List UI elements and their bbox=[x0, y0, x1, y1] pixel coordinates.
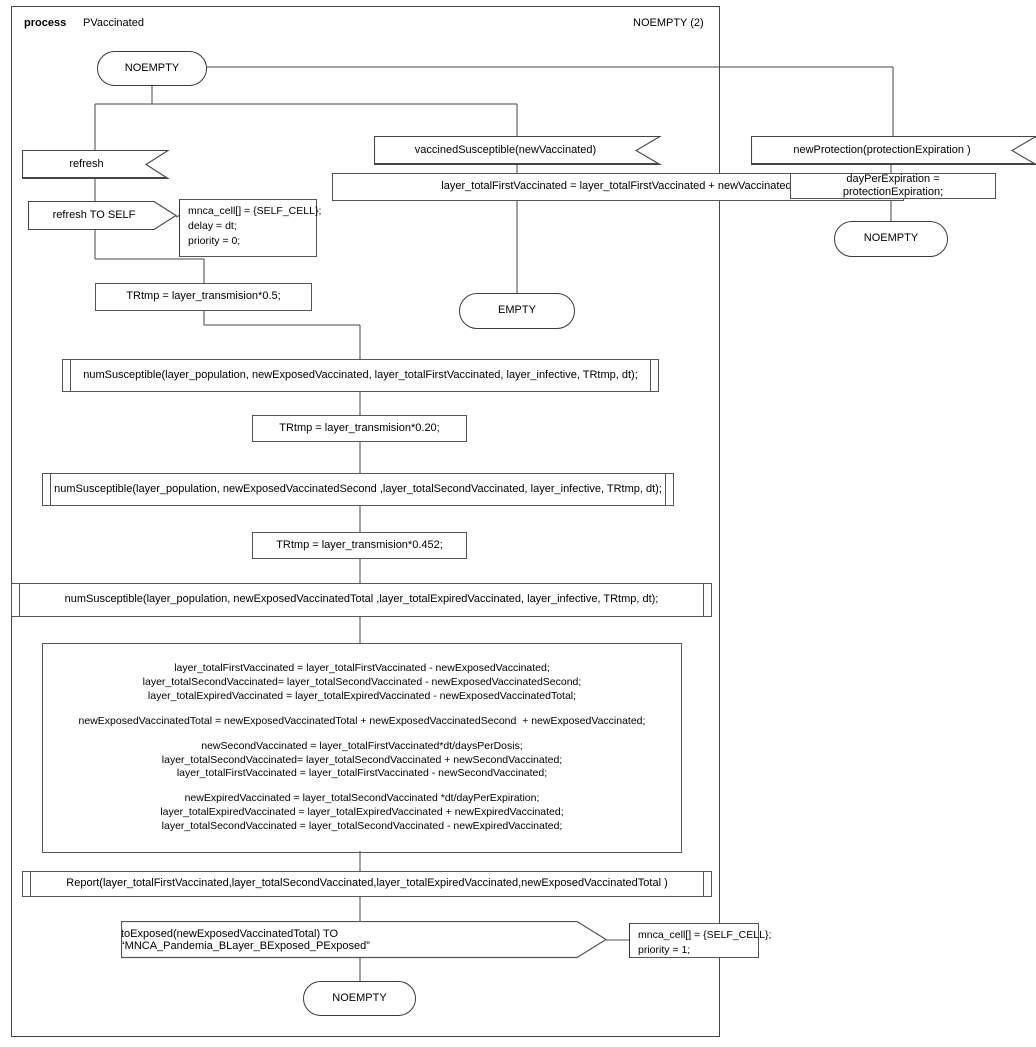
process-frame bbox=[11, 6, 720, 1037]
comment-refresh-settings: mnca_cell[] = {SELF_CELL}; delay = dt; p… bbox=[179, 199, 322, 257]
output-to-exposed[interactable]: toExposed(newExposedVaccinatedTotal) TO … bbox=[121, 921, 606, 958]
state-noempty-end-label: NOEMPTY bbox=[332, 991, 387, 1004]
task-trtmp-half[interactable]: TRtmp = layer_transmision*0.5; bbox=[95, 283, 312, 311]
procedure-num-susceptible-second[interactable]: numSusceptible(layer_population, newExpo… bbox=[42, 473, 674, 506]
input-vaccined-susceptible[interactable]: vaccinedSusceptible(newVaccinated) bbox=[374, 136, 660, 164]
comment-to-exposed-line-1: mnca_cell[] = {SELF_CELL}; bbox=[638, 929, 772, 941]
task-vaccination-update[interactable]: layer_totalFirstVaccinated = layer_total… bbox=[42, 643, 682, 853]
task-line-2: layer_totalSecondVaccinated= layer_total… bbox=[142, 675, 582, 688]
output-refresh-to-self[interactable]: refresh TO SELF bbox=[28, 201, 176, 229]
state-noempty-start[interactable]: NOEMPTY bbox=[97, 51, 207, 86]
comment-refresh-line-1: mnca_cell[] = {SELF_CELL}; bbox=[188, 205, 322, 217]
task-trtmp-half-label: TRtmp = layer_transmision*0.5; bbox=[126, 290, 281, 303]
procedure-num-susceptible-first-label: numSusceptible(layer_population, newExpo… bbox=[83, 368, 638, 381]
task-total-first-vaccinated-label: layer_totalFirstVaccinated = layer_total… bbox=[441, 180, 795, 193]
procedure-num-susceptible-total-label: numSusceptible(layer_population, newExpo… bbox=[64, 593, 659, 606]
input-refresh-label: refresh bbox=[69, 158, 104, 170]
output-refresh-to-self-label: refresh TO SELF bbox=[52, 209, 136, 221]
task-trtmp-020[interactable]: TRtmp = layer_transmision*0.20; bbox=[252, 415, 467, 442]
state-noempty-right[interactable]: NOEMPTY bbox=[834, 221, 948, 257]
task-line-9: layer_totalExpiredVaccinated = layer_tot… bbox=[160, 806, 564, 819]
task-trtmp-0452-label: TRtmp = layer_transmision*0.452; bbox=[276, 538, 443, 551]
procedure-report-label: Report(layer_totalFirstVaccinated,layer_… bbox=[66, 877, 668, 890]
comment-refresh-line-3: priority = 0; bbox=[188, 234, 241, 247]
header-page-label: NOEMPTY (2) bbox=[633, 17, 704, 29]
task-trtmp-020-label: TRtmp = layer_transmision*0.20; bbox=[279, 421, 440, 434]
input-vaccined-susceptible-label: vaccinedSusceptible(newVaccinated) bbox=[414, 144, 597, 156]
procedure-num-susceptible-second-label: numSusceptible(layer_population, newExpo… bbox=[54, 482, 662, 495]
task-spacer-2 bbox=[51, 729, 673, 740]
input-new-protection-label: newProtection(protectionExpiration ) bbox=[793, 144, 971, 156]
state-noempty-start-label: NOEMPTY bbox=[124, 61, 180, 74]
procedure-num-susceptible-total[interactable]: numSusceptible(layer_population, newExpo… bbox=[11, 583, 712, 617]
task-spacer-1 bbox=[51, 704, 673, 715]
input-refresh-outline bbox=[22, 150, 170, 180]
header-keyword: process bbox=[24, 17, 67, 29]
input-refresh[interactable]: refresh bbox=[22, 150, 168, 178]
task-line-1: layer_totalFirstVaccinated = layer_total… bbox=[174, 661, 550, 674]
comment-to-exposed-line-2: priority = 1; bbox=[638, 943, 691, 956]
state-empty-label: EMPTY bbox=[498, 304, 536, 317]
header-process-name: PVaccinated bbox=[83, 17, 144, 29]
task-line-10: layer_totalSecondVaccinated = layer_tota… bbox=[161, 820, 563, 833]
input-new-protection-outline bbox=[751, 136, 1036, 166]
input-vaccined-susceptible-outline bbox=[374, 136, 662, 166]
output-to-exposed-outline bbox=[121, 921, 608, 959]
task-line-4: newExposedVaccinatedTotal = newExposedVa… bbox=[78, 714, 646, 727]
state-noempty-end[interactable]: NOEMPTY bbox=[303, 981, 416, 1016]
task-line-7: layer_totalFirstVaccinated = layer_total… bbox=[176, 767, 548, 780]
procedure-num-susceptible-first[interactable]: numSusceptible(layer_population, newExpo… bbox=[62, 359, 659, 392]
output-to-exposed-label: toExposed(newExposedVaccinatedTotal) TO … bbox=[121, 927, 370, 952]
state-empty[interactable]: EMPTY bbox=[459, 293, 575, 329]
task-spacer-3 bbox=[51, 781, 673, 792]
task-line-8: newExpiredVaccinated = layer_totalSecond… bbox=[184, 792, 540, 805]
task-day-per-expiration-label: dayPerExpiration = protectionExpiration; bbox=[842, 172, 944, 198]
procedure-report[interactable]: Report(layer_totalFirstVaccinated,layer_… bbox=[22, 871, 712, 897]
task-day-per-expiration[interactable]: dayPerExpiration = protectionExpiration; bbox=[790, 173, 996, 199]
task-line-5: newSecondVaccinated = layer_totalFirstVa… bbox=[201, 739, 523, 752]
task-line-3: layer_totalExpiredVaccinated = layer_tot… bbox=[147, 689, 577, 702]
task-line-6: layer_totalSecondVaccinated= layer_total… bbox=[161, 753, 563, 766]
comment-refresh-line-2: delay = dt; bbox=[188, 219, 237, 232]
output-refresh-to-self-outline bbox=[28, 201, 178, 231]
comment-to-exposed-settings: mnca_cell[] = {SELF_CELL}; priority = 1; bbox=[629, 923, 772, 958]
state-noempty-right-label: NOEMPTY bbox=[863, 232, 919, 245]
task-trtmp-0452[interactable]: TRtmp = layer_transmision*0.452; bbox=[252, 532, 467, 559]
